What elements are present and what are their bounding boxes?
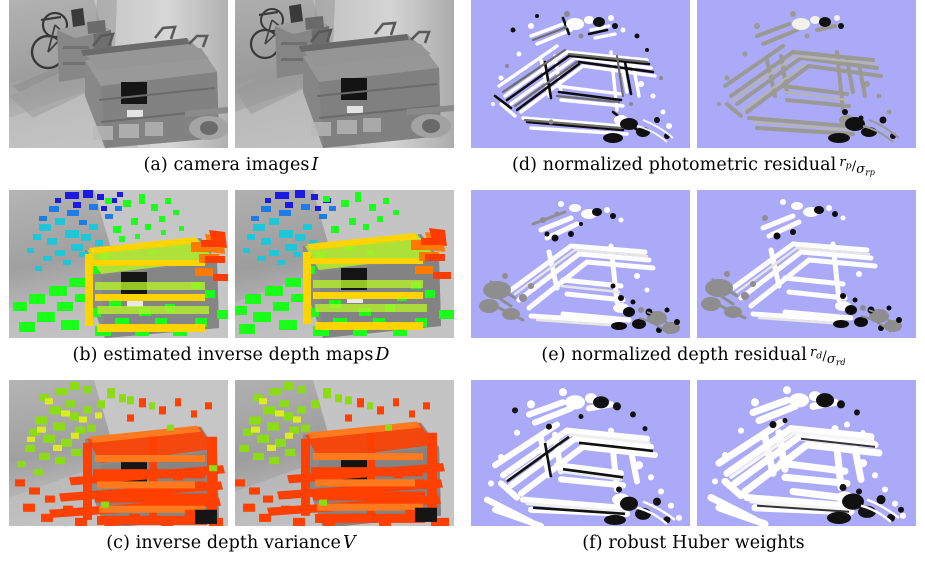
caption-b-text: (b) estimated inverse depth maps (72, 345, 374, 365)
caption-c-text: (c) inverse depth variance (106, 533, 341, 553)
huber-weights-scene-left (471, 380, 690, 526)
camera-image-right (234, 0, 454, 148)
huber-weights-right (697, 380, 916, 526)
caption-a-text: (a) camera images (143, 155, 310, 175)
caption-f: (f) robust Huber weights (462, 533, 925, 553)
inverse-depth-variance-right (234, 380, 454, 526)
huber-weights-left (471, 380, 690, 526)
depth-residual-left (471, 190, 690, 338)
panel-pair-b (0, 190, 462, 338)
panel-pair-f (462, 380, 925, 526)
panel-pair-e (462, 190, 925, 338)
depth-residual-right (697, 190, 916, 338)
formula-denominator: σrp (856, 162, 876, 179)
panel-pair-a (0, 0, 462, 148)
inverse-depth-scene-left (8, 190, 228, 338)
photometric-residual-scene-right (697, 0, 916, 148)
variance-scene-right (234, 380, 454, 526)
inverse-depth-variance-left (8, 380, 228, 526)
photometric-residual-left (471, 0, 690, 148)
photometric-residual-right (697, 0, 916, 148)
inverse-depth-scene-right (234, 190, 454, 338)
caption-b-symbol: D (375, 345, 390, 365)
caption-c-symbol: V (343, 533, 356, 553)
depth-residual-scene-right (697, 190, 916, 338)
photometric-residual-scene-left (471, 0, 690, 148)
variance-scene-left (8, 380, 228, 526)
inverse-depth-map-right (234, 190, 454, 338)
inverse-depth-map-left (8, 190, 228, 338)
camera-scene-right (234, 0, 454, 148)
formula-numerator: rd (809, 345, 823, 362)
panel-pair-c (0, 380, 462, 526)
camera-image-left (8, 0, 228, 148)
caption-e-formula: rd/σrd (809, 345, 846, 369)
caption-f-text: (f) robust Huber weights (582, 533, 805, 553)
depth-residual-scene-left (471, 190, 690, 338)
caption-d-text: (d) normalized photometric residual (511, 155, 837, 175)
caption-d-formula: rp/σrp (839, 155, 876, 179)
caption-e-text: (e) normalized depth residual (541, 345, 807, 365)
formula-numerator: rp (839, 155, 852, 172)
camera-scene-left (8, 0, 228, 148)
panel-pair-d (462, 0, 925, 148)
formula-denominator: σrd (826, 352, 846, 369)
huber-weights-scene-right (697, 380, 916, 526)
caption-a-symbol: I (311, 155, 319, 175)
